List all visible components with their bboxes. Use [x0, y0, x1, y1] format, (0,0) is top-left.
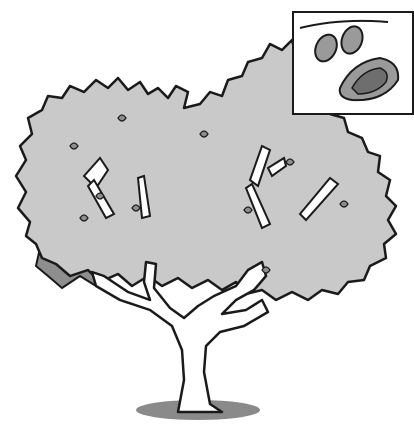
trunk — [92, 262, 268, 412]
leaf-mark — [132, 205, 140, 211]
leaf-mark — [96, 193, 104, 199]
leaf-mark — [262, 267, 270, 273]
leaf-mark — [286, 159, 294, 165]
leaf-mark — [340, 201, 348, 207]
fruit-inset — [293, 12, 413, 114]
leaf-mark — [244, 207, 252, 213]
leaf-mark — [70, 143, 78, 149]
leaf-mark — [118, 115, 126, 121]
leaf-mark — [200, 131, 208, 137]
leaf-mark — [80, 215, 88, 221]
